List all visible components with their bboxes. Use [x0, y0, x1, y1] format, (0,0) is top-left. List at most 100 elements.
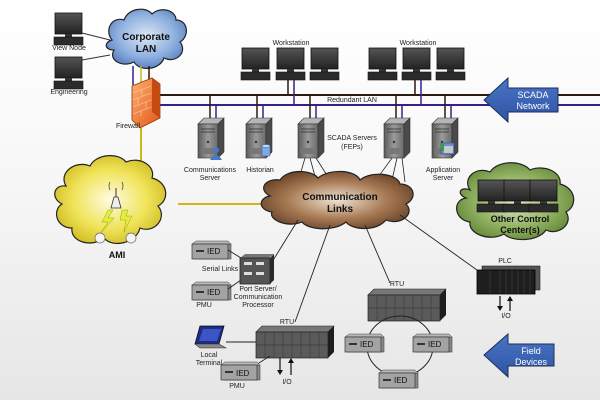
local-terminal-label-line2: Terminal: [196, 360, 223, 367]
ied-label: IED: [360, 340, 374, 349]
monitor-icon: [275, 47, 306, 81]
historian-server: Historian: [245, 117, 274, 174]
monitor-icon: [367, 47, 398, 81]
local-terminal-label-line1: Local: [201, 352, 218, 359]
ied-label: IED: [428, 340, 442, 349]
monitor-icon: [53, 56, 84, 90]
serial-links-label: Serial Links: [202, 266, 239, 273]
other-control-centers-cloud: Other Control Center(s): [456, 162, 575, 241]
io-arrows-plc: [497, 296, 513, 311]
port-server-label-line3: Processor: [242, 302, 274, 309]
communications-server: Communications Server: [184, 117, 237, 182]
serial-link-line: [227, 249, 242, 259]
pmu-label: PMU: [196, 302, 212, 309]
database-icon: [261, 144, 271, 157]
monitor-icon: [240, 47, 271, 81]
server-drop-lines: [209, 95, 452, 120]
ied-ring-left: IED: [344, 333, 385, 353]
ied-label: IED: [207, 247, 221, 256]
server-icon: [197, 117, 225, 159]
io-arrows-left: [277, 358, 294, 375]
redundant-lan-label: Redundant LAN: [327, 97, 377, 104]
engineering-label: Engineering: [50, 89, 87, 96]
application-server-label-line2: Server: [433, 175, 454, 182]
other-control-centers-label-line1: Other Control: [491, 214, 550, 224]
view-node-workstation: [53, 12, 84, 46]
communications-server-label-line2: Server: [200, 175, 221, 182]
port-server-label-line1: Port Server/: [239, 286, 276, 293]
monitor-icon: [435, 47, 466, 81]
view-node-label: View Node: [52, 45, 86, 52]
firewall: Firewall: [116, 77, 161, 130]
rtu-left-label: RTU: [280, 319, 294, 326]
ied-serial-2: IED: [191, 281, 232, 301]
arrow-down-icon: [277, 370, 283, 375]
arrow-up-icon: [507, 296, 513, 301]
communication-links-cloud: Communication Links: [260, 170, 414, 230]
io-left-label: I/O: [282, 379, 292, 386]
workstation-right-label: Workstation: [400, 40, 437, 47]
monitor-icon: [528, 179, 559, 213]
workstation-left-label: Workstation: [273, 40, 310, 47]
workstation-group-left: [240, 47, 340, 81]
application-server: Application Server: [426, 117, 460, 182]
engineering-workstation: [53, 56, 84, 90]
monitor-icon: [476, 179, 507, 213]
scada-server-1: [297, 117, 325, 159]
monitor-icon: [401, 47, 432, 81]
scada-servers-label-line2: (FEPs): [341, 144, 363, 151]
ied-serial-1: IED: [191, 240, 232, 260]
server-icon: [297, 117, 325, 159]
application-window-icon: [440, 142, 455, 155]
monitor-icon: [53, 12, 84, 46]
field-devices-label-line2: Devices: [515, 357, 548, 367]
link-line: [81, 32, 111, 41]
corporate-lan-label-line2: LAN: [136, 44, 157, 55]
user-icon: [210, 147, 222, 160]
field-devices-callout: Field Devices: [483, 332, 555, 379]
scada-network-label-line2: Network: [516, 101, 550, 111]
other-control-centers-label-line2: Center(s): [500, 225, 540, 235]
plc: [476, 265, 541, 295]
antenna-tower-icon: [108, 181, 124, 209]
field-link-lines: [271, 214, 478, 323]
firewall-label: Firewall: [116, 123, 141, 130]
workstation-group-right: [367, 47, 466, 81]
monitor-icon: [309, 47, 340, 81]
pmu-bottom-label: PMU: [229, 383, 245, 390]
smart-meter-icon: [94, 232, 137, 244]
communication-links-label-line1: Communication: [302, 192, 378, 203]
local-terminal-laptop: Local Terminal: [194, 325, 228, 367]
plc-label: PLC: [498, 258, 512, 265]
ied-ring-right: IED: [412, 333, 453, 353]
ied-label: IED: [236, 369, 250, 378]
rtu-center-label: RTU: [390, 281, 404, 288]
link-line: [81, 54, 111, 61]
serial-link-line: [227, 279, 242, 290]
ied-pmu-bottom: IED: [220, 361, 261, 381]
ied-label: IED: [207, 288, 221, 297]
ied-label: IED: [394, 376, 408, 385]
corporate-lan-label-line1: Corporate: [122, 32, 170, 43]
port-server-label-line2: Communication: [234, 294, 283, 301]
communications-server-label-line1: Communications: [184, 167, 237, 174]
communication-links-label-line2: Links: [327, 204, 354, 215]
server-icon: [383, 117, 411, 159]
scada-servers-label-line1: SCADA Servers: [327, 135, 377, 142]
ied-ring-bottom: IED: [378, 369, 419, 389]
scada-server-2: [383, 117, 411, 159]
application-server-label-line1: Application: [426, 167, 460, 174]
rtu-left: [255, 325, 335, 359]
monitor-icon: [502, 179, 533, 213]
scada-network-callout: SCADA Network: [483, 76, 559, 124]
arrow-down-icon: [497, 306, 503, 311]
port-server: Port Server/ Communication Processor: [234, 254, 283, 309]
arrow-up-icon: [288, 358, 294, 363]
io-plc-label: I/O: [501, 313, 511, 320]
ami-cloud: AMI: [54, 155, 167, 260]
ami-label: AMI: [109, 250, 126, 260]
rtu-rack-icon: [255, 325, 335, 359]
scada-network-label-line1: SCADA: [517, 90, 548, 100]
wireless-bolt-icon: [99, 209, 133, 235]
